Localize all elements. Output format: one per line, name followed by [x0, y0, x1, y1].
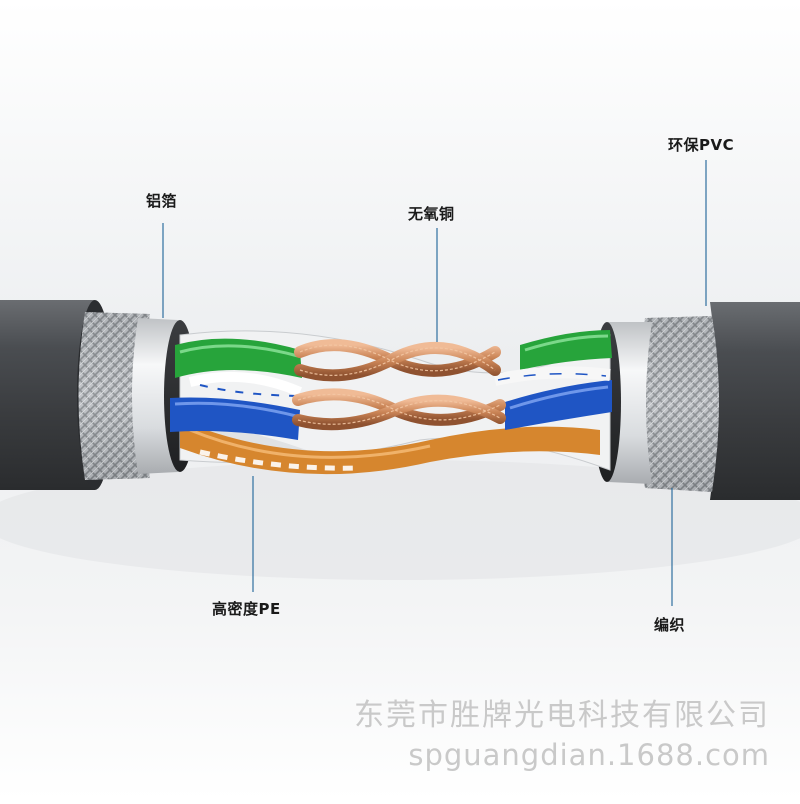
label-high-density-pe: 高密度PE — [212, 600, 281, 618]
left-pvc-jacket — [0, 300, 95, 490]
blue-insulated-wire-left — [170, 397, 300, 440]
blue-insulated-wire-right — [505, 380, 612, 430]
floor-shadow — [0, 460, 800, 580]
label-aluminum-foil: 铝箔 — [146, 192, 178, 210]
watermark-company: 东莞市胜牌光电科技有限公司 — [354, 698, 770, 733]
label-braid: 编织 — [654, 616, 686, 634]
green-insulated-wire-right — [520, 330, 612, 370]
right-pvc-jacket — [710, 302, 800, 500]
label-oxygen-free-copper: 无氧铜 — [408, 205, 455, 223]
label-eco-pvc: 环保PVC — [668, 136, 735, 154]
watermark-url: spguangdian.1688.com — [408, 738, 770, 772]
oxygen-free-copper-conductors — [292, 339, 506, 431]
orange-insulated-wire — [180, 420, 600, 475]
